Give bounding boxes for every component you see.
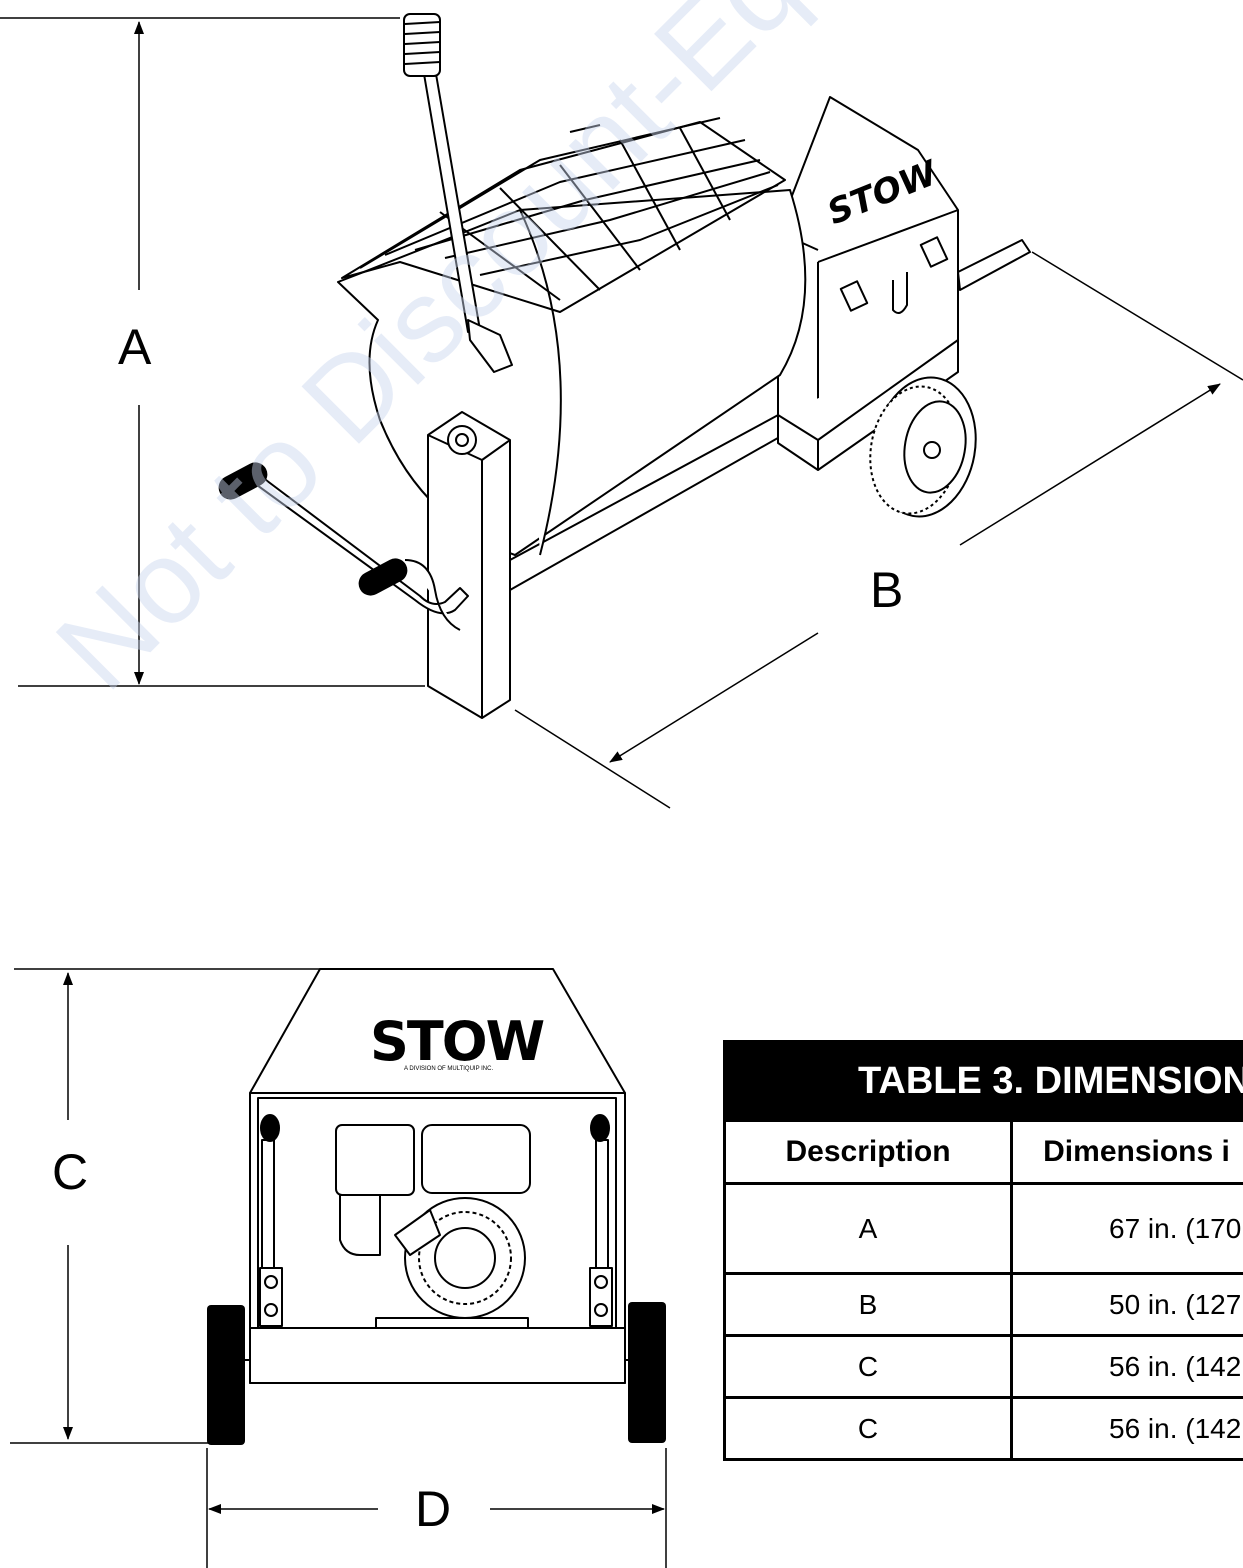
table-row: B 50 in. (127 — [723, 1272, 1243, 1337]
dimension-b — [514, 251, 1243, 809]
row-value: 50 in. (127 — [1010, 1272, 1243, 1337]
table-row: A 67 in. (170 — [723, 1182, 1243, 1275]
label-a: A — [118, 319, 152, 375]
row-value: 56 in. (142 — [1010, 1396, 1243, 1461]
row-description: C — [723, 1334, 1013, 1399]
brand-subtitle: A DIVISION OF MULTIQUIP INC. — [404, 1066, 494, 1072]
dimension-a — [0, 17, 425, 687]
dimensions-table: TABLE 3. DIMENSION Description Dimension… — [723, 1040, 1243, 1461]
table-row: C 56 in. (142 — [723, 1334, 1243, 1399]
brand-logo-rear: STOW — [370, 1010, 545, 1073]
right-wheel — [628, 1302, 666, 1443]
column-header-description: Description — [723, 1119, 1013, 1185]
label-b: B — [870, 562, 904, 618]
label-d: D — [415, 1481, 452, 1537]
row-description: B — [723, 1272, 1013, 1337]
dimension-d — [206, 1448, 667, 1568]
rear-wheels — [207, 1302, 666, 1445]
mixer-illustration — [218, 13, 1031, 719]
left-wheel — [207, 1305, 245, 1445]
row-value: 67 in. (170 — [1010, 1182, 1243, 1275]
rear-view-illustration — [238, 968, 636, 1384]
dimension-c — [10, 968, 320, 1444]
label-c: C — [52, 1144, 89, 1200]
row-description: C — [723, 1396, 1013, 1461]
row-value: 56 in. (142 — [1010, 1334, 1243, 1399]
table-row: C 56 in. (142 — [723, 1396, 1243, 1461]
row-description: A — [723, 1182, 1013, 1275]
column-header-dimensions: Dimensions i — [1010, 1119, 1243, 1185]
table-title: TABLE 3. DIMENSION — [723, 1040, 1243, 1122]
